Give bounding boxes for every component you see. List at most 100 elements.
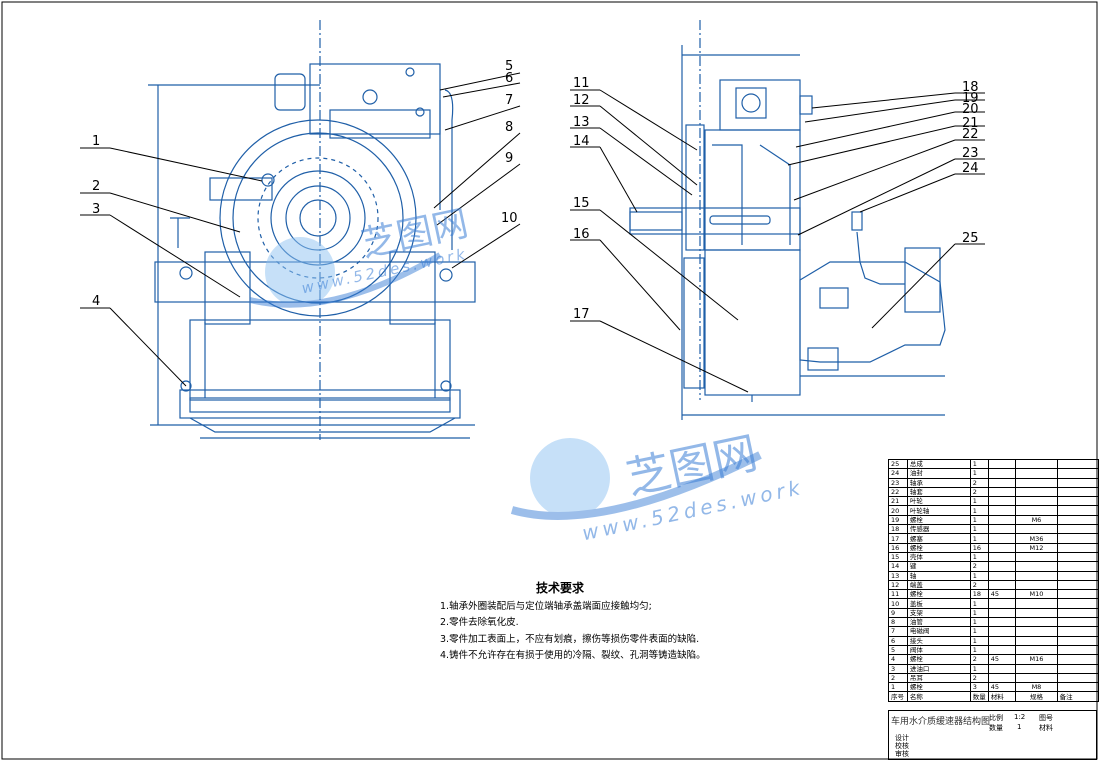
callout-leaders xyxy=(80,72,985,393)
bom-cell-no: 17 xyxy=(888,533,908,544)
bom-cell-no: 13 xyxy=(888,570,908,581)
bom-cell-a xyxy=(987,672,1017,684)
callout-8: 8 xyxy=(505,120,513,135)
bom-cell-name: 盖板 xyxy=(906,598,971,609)
bom-cell-name: 名称 xyxy=(906,691,971,702)
bom-cell-c: 备注 xyxy=(1056,691,1099,702)
bom-cell-qty: 2 xyxy=(969,486,989,498)
bom-cell-qty: 1 xyxy=(969,468,989,479)
bom-cell-b: M8 xyxy=(1015,682,1058,693)
scale-value: 1:2 xyxy=(1014,713,1026,721)
bom-cell-name: 螺栓 xyxy=(906,542,971,553)
bom-cell-b xyxy=(1015,477,1058,488)
bom-cell-c xyxy=(1056,570,1099,581)
bom-cell-qty: 1 xyxy=(969,570,989,581)
callout-4: 4 xyxy=(92,294,100,309)
audit-label: 审核 xyxy=(895,750,909,758)
callout-9: 9 xyxy=(505,151,513,166)
bom-cell-c xyxy=(1056,635,1099,646)
callout-11: 11 xyxy=(573,76,590,91)
tech-req-item: 3.零件加工表面上，不应有划痕，擦伤等损伤零件表面的缺陷. xyxy=(440,633,700,645)
bom-cell-b xyxy=(1015,635,1058,646)
bom-cell-no: 14 xyxy=(888,561,908,572)
bom-cell-qty: 1 xyxy=(969,533,989,544)
callout-7: 7 xyxy=(505,93,513,108)
bom-cell-no: 6 xyxy=(888,635,908,646)
callout-labels: 1 2 3 4 5 6 7 8 9 10 11 12 13 14 15 16 1… xyxy=(92,59,979,322)
bom-cell-c xyxy=(1056,542,1099,553)
bom-cell-no: 16 xyxy=(888,542,908,553)
callout-3: 3 xyxy=(92,202,100,217)
bom-cell-b xyxy=(1015,644,1058,656)
bom-cell-no: 9 xyxy=(888,607,908,619)
bom-cell-c xyxy=(1056,551,1099,563)
bom-cell-name: 油管 xyxy=(906,617,971,628)
bom-cell-qty: 2 xyxy=(969,477,989,488)
bom-cell-a: 材料 xyxy=(987,691,1017,702)
bom-cell-no: 22 xyxy=(888,486,908,498)
bom-cell-c xyxy=(1056,672,1099,684)
bom-cell-a xyxy=(987,551,1017,563)
bom-cell-b xyxy=(1015,458,1058,470)
bom-cell-no: 8 xyxy=(888,617,908,628)
check-label: 校核 xyxy=(895,742,909,750)
bom-cell-qty: 1 xyxy=(969,514,989,526)
bom-cell-a xyxy=(987,496,1017,507)
bom-cell-c xyxy=(1056,458,1099,470)
callout-25: 25 xyxy=(962,231,979,246)
side-view xyxy=(629,20,946,420)
bom-cell-a xyxy=(987,561,1017,572)
bom-cell-c xyxy=(1056,663,1099,674)
material-label: 材料 xyxy=(1039,724,1053,732)
bom-cell-a xyxy=(987,617,1017,628)
callout-22: 22 xyxy=(962,127,979,142)
title-block: 车用水介质缓速器结构图 比例 1:2 图号 数量 1 材料 设计 校核 审核 xyxy=(888,710,1097,760)
bom-cell-name: 油封 xyxy=(906,468,971,479)
bom-cell-qty: 1 xyxy=(969,551,989,563)
bom-cell-name: 螺栓 xyxy=(906,682,971,693)
bom-cell-qty: 2 xyxy=(969,654,989,665)
bom-cell-a: 45 xyxy=(987,682,1017,693)
bom-cell-c xyxy=(1056,589,1099,600)
bom-cell-c xyxy=(1056,468,1099,479)
bom-cell-b xyxy=(1015,570,1058,581)
tech-req-item: 1.轴承外圈装配后与定位端轴承盖端面应接触均匀; xyxy=(440,600,652,612)
bom-cell-name: 螺栓 xyxy=(906,654,971,665)
callout-20: 20 xyxy=(962,102,979,117)
tech-req-item: 4.铸件不允许存在有损于使用的冷隔、裂纹、孔洞等铸造缺陷。 xyxy=(440,650,706,661)
bom-cell-b xyxy=(1015,468,1058,479)
bom-cell-b: M12 xyxy=(1015,542,1058,553)
bom-cell-b: M10 xyxy=(1015,589,1058,600)
bom-cell-b xyxy=(1015,617,1058,628)
bom-cell-qty: 16 xyxy=(969,542,989,553)
bom-cell-no: 24 xyxy=(888,468,908,479)
callout-1: 1 xyxy=(92,134,100,149)
qty-value: 1 xyxy=(1017,723,1022,731)
bom-cell-a xyxy=(987,579,1017,591)
bom-cell-b xyxy=(1015,551,1058,563)
bom-cell-name: 螺栓 xyxy=(906,589,971,600)
bom-cell-no: 3 xyxy=(888,663,908,674)
callout-6: 6 xyxy=(505,71,513,86)
bom-cell-no: 25 xyxy=(888,458,908,470)
bom-cell-b xyxy=(1015,505,1058,516)
bom-cell-c xyxy=(1056,496,1099,507)
bom-cell-b xyxy=(1015,579,1058,591)
bom-cell-name: 轴套 xyxy=(906,486,971,498)
bom-cell-no: 2 xyxy=(888,672,908,684)
bom-cell-name: 支架 xyxy=(906,607,971,619)
callout-12: 12 xyxy=(573,93,590,108)
bom-cell-qty: 2 xyxy=(969,561,989,572)
